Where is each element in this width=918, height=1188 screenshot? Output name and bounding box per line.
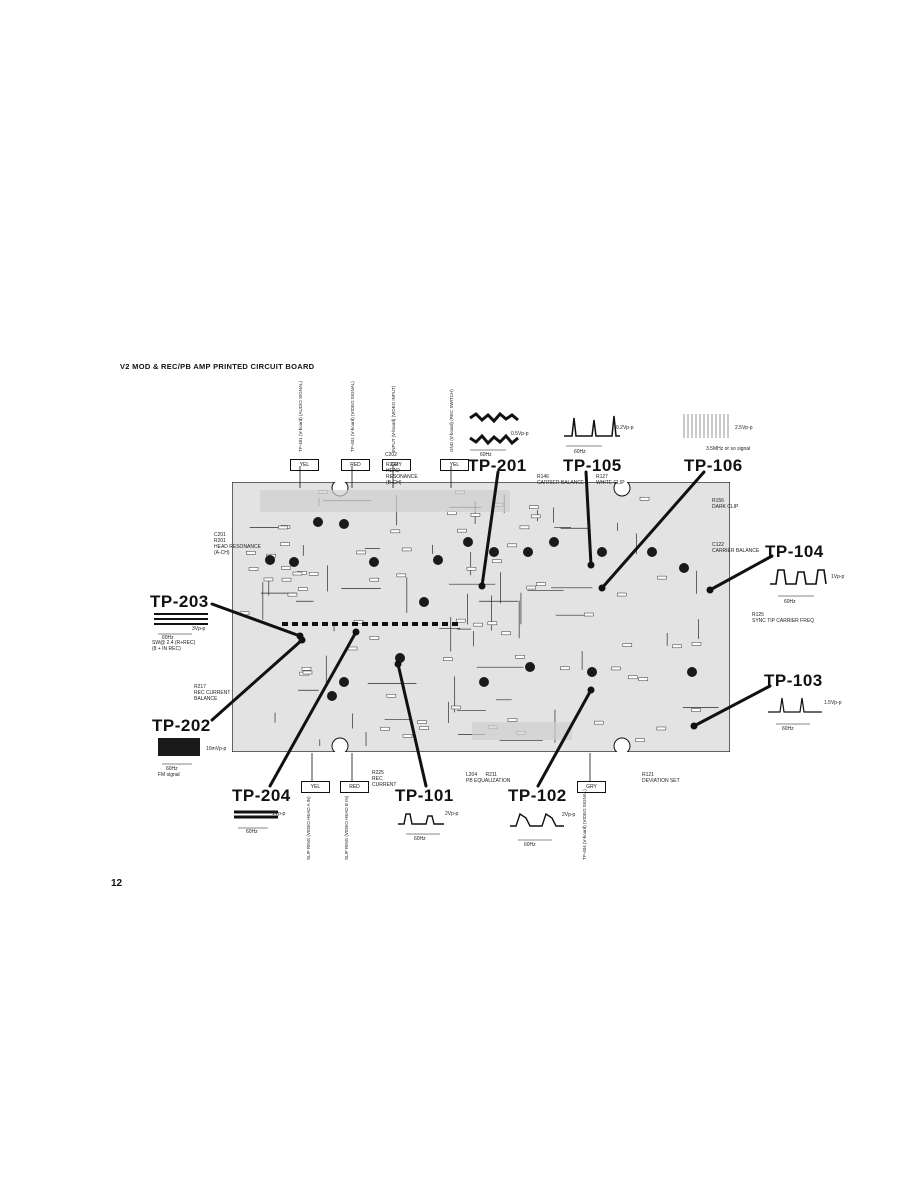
connector-gry-1: GRY <box>382 459 411 471</box>
wire-label-1: TP-401 (V-board) (AUDIO SIGNAL) <box>298 380 303 452</box>
connector-yel-1: YEL <box>290 459 319 471</box>
tp103-waveform <box>768 697 822 725</box>
tp201-scale: 0.5Vp-p <box>511 431 529 437</box>
r121-label: R121 DEVIATION SET <box>642 772 680 784</box>
tp204-label: TP-204 <box>232 786 291 805</box>
tp104-waveform <box>770 569 827 597</box>
tp104-label: TP-104 <box>765 542 824 561</box>
tp103-label: TP-103 <box>764 671 823 690</box>
tp104-scale: 1Vp-p <box>831 574 845 580</box>
tp204-waveform <box>234 810 278 829</box>
tp203-label: TP-203 <box>150 592 209 611</box>
tp102-label: TP-102 <box>508 786 567 805</box>
tp105-waveform <box>564 415 620 447</box>
tp106-note: 3.5MHz or so signal <box>706 446 751 452</box>
circuit-board <box>232 482 730 752</box>
tp101-label: TP-101 <box>395 786 454 805</box>
tp101-scale: 2Vp-p <box>445 811 459 817</box>
tp105-label: TP-105 <box>563 456 622 475</box>
r225-label: R225 REC CURRENT <box>372 770 397 788</box>
bottom-wire-label-2: SLIP RING (VIDEO HEAD B IN) <box>344 795 349 860</box>
tp103-scale: 1.5Vp-p <box>824 700 842 706</box>
tp105-period: 60Hz <box>574 449 586 455</box>
tp202-period: 60Hz <box>166 766 178 772</box>
tp201-period: 60Hz <box>480 452 492 458</box>
tp202-scale: 10mVp-p <box>206 746 227 752</box>
tp101-waveform <box>398 813 444 835</box>
tp201-label: TP-201 <box>468 456 527 475</box>
tp202-label: TP-202 <box>152 716 211 735</box>
tp101-period: 60Hz <box>414 836 426 842</box>
tp102-period: 60Hz <box>524 842 536 848</box>
tp202-waveform <box>158 738 200 765</box>
r217-label: R217 REC CURRENT BALANCE <box>194 684 231 702</box>
c122-label: C122 CARRIER BALANCE <box>712 542 760 554</box>
connector-red-1: RED <box>341 459 370 471</box>
r202-label: R202 HEAD RESONANCE (B-CH) <box>386 462 418 486</box>
r156-label: R156 DARK CLIP <box>712 498 739 510</box>
tp201-waveform <box>469 411 519 451</box>
c202-label: C202 <box>385 452 397 458</box>
wire-label-4: GND (V-board) (REC SWITCH) <box>449 389 454 452</box>
connector-red-bottom: RED <box>340 781 369 793</box>
l204-r211-label: L204 R211 PB EQUALIZATION <box>466 772 511 784</box>
tp106-scale: 2.5Vp-p <box>735 425 753 431</box>
c201-label: C201 R201 HEAD RESONANCE (A-CH) <box>214 532 261 556</box>
tp103-period: 60Hz <box>782 726 794 732</box>
tp102-scale: 2Vp-p <box>562 812 576 818</box>
tp203-scale: 3Vp-p <box>192 626 206 632</box>
tp105-scale: 0.2Vp-p <box>616 425 634 431</box>
tp204-scale: 1Vp-p <box>272 811 286 817</box>
sw-note: SW@ 2.4 (R+REC) (8 + IN REC) <box>152 640 196 652</box>
page-number: 12 <box>111 878 123 889</box>
tp106-waveform <box>683 414 729 438</box>
wire-label-2: TP-401 (V-board) (VIDEO SIGNAL) <box>350 381 355 452</box>
tp203-waveform <box>154 613 208 635</box>
wire-label-3: INPUT (V-board) (VIDEO INPUT) <box>391 385 396 452</box>
r146-label: R146 CARRIER BALANCE <box>537 474 585 486</box>
tp104-period: 60Hz <box>784 599 796 605</box>
tp204-period: 60Hz <box>246 829 258 835</box>
connector-yel-2: YEL <box>440 459 469 471</box>
tp106-label: TP-106 <box>684 456 743 475</box>
bottom-wire-label-3: TP-404 (V-board) (VIDEO SIGNAL) <box>582 789 587 860</box>
tp202-note: FM signal <box>158 772 180 778</box>
tp203-period: 60Hz <box>162 635 174 641</box>
r127-label: R127 WHITE CLIP <box>596 474 625 486</box>
page-title: V2 MOD & REC/PB AMP PRINTED CIRCUIT BOAR… <box>120 362 315 371</box>
bottom-wire-label-1: SLIP RING (VIDEO HEAD A IN) <box>306 796 311 860</box>
r125-label: R125 SYNC TIP CARRIER FREQ <box>752 612 815 624</box>
connector-yel-bottom: YEL <box>301 781 330 793</box>
tp102-waveform <box>510 812 564 841</box>
